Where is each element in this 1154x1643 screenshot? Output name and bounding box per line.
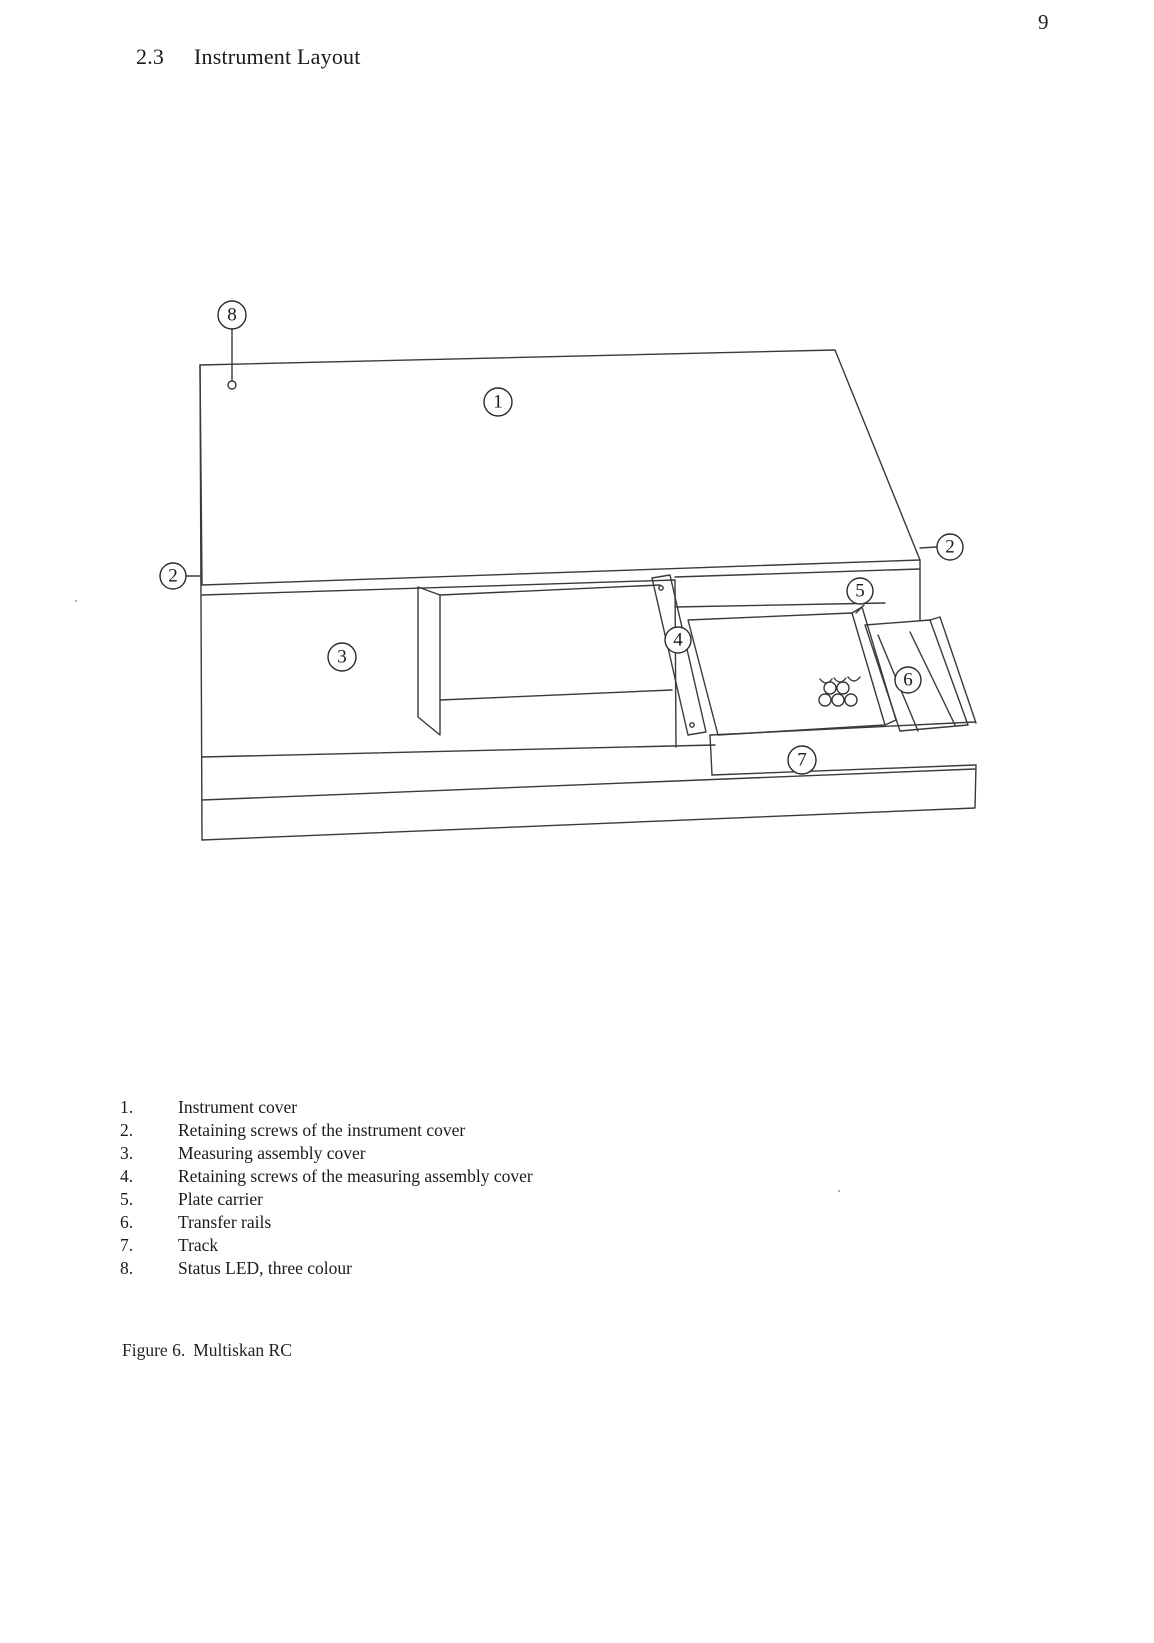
legend-number: 6. [120,1211,178,1234]
legend-text: Plate carrier [178,1188,263,1211]
legend-number: 1. [120,1096,178,1119]
legend-item: 2.Retaining screws of the instrument cov… [120,1119,533,1142]
instrument-drawing: 8 1 2 2 3 4 5 6 7 [140,295,1040,895]
legend-item: 4.Retaining screws of the measuring asse… [120,1165,533,1188]
figure-caption: Figure 6. Multiskan RC [122,1340,292,1361]
callout-3: 3 [337,647,347,668]
legend-number: 3. [120,1142,178,1165]
section-number: 2.3 [136,44,194,70]
legend-item: 6.Transfer rails [120,1211,533,1234]
legend-text: Retaining screws of the instrument cover [178,1119,465,1142]
callout-2-left: 2 [168,566,178,587]
callout-8: 8 [227,305,237,326]
section-title: Instrument Layout [194,44,361,69]
legend-item: 3.Measuring assembly cover [120,1142,533,1165]
legend-item: 7.Track [120,1234,533,1257]
legend-number: 2. [120,1119,178,1142]
instrument-diagram: 8 1 2 2 3 4 5 6 7 [140,295,1040,895]
callout-5: 5 [855,581,865,602]
legend-text: Measuring assembly cover [178,1142,366,1165]
instrument-cover-outline [200,350,920,585]
legend-number: 7. [120,1234,178,1257]
scan-speck [838,1190,840,1192]
legend-text: Instrument cover [178,1096,297,1119]
callout-2-right: 2 [945,537,955,558]
legend-text: Transfer rails [178,1211,271,1234]
legend-text: Status LED, three colour [178,1257,352,1280]
legend-item: 8.Status LED, three colour [120,1257,533,1280]
scan-speck [75,600,77,602]
legend-list: 1.Instrument cover 2.Retaining screws of… [120,1096,533,1280]
callout-4: 4 [673,630,683,651]
legend-text: Retaining screws of the measuring assemb… [178,1165,533,1188]
page-number: 9 [1038,10,1049,35]
callout-6: 6 [903,670,913,691]
legend-number: 5. [120,1188,178,1211]
legend-number: 8. [120,1257,178,1280]
caption-label: Figure 6. [122,1340,185,1360]
legend-item: 1.Instrument cover [120,1096,533,1119]
caption-text: Multiskan RC [193,1340,292,1360]
legend-item: 5.Plate carrier [120,1188,533,1211]
callout-7: 7 [797,750,807,771]
legend-number: 4. [120,1165,178,1188]
legend-text: Track [178,1234,218,1257]
callout-1: 1 [493,392,503,413]
